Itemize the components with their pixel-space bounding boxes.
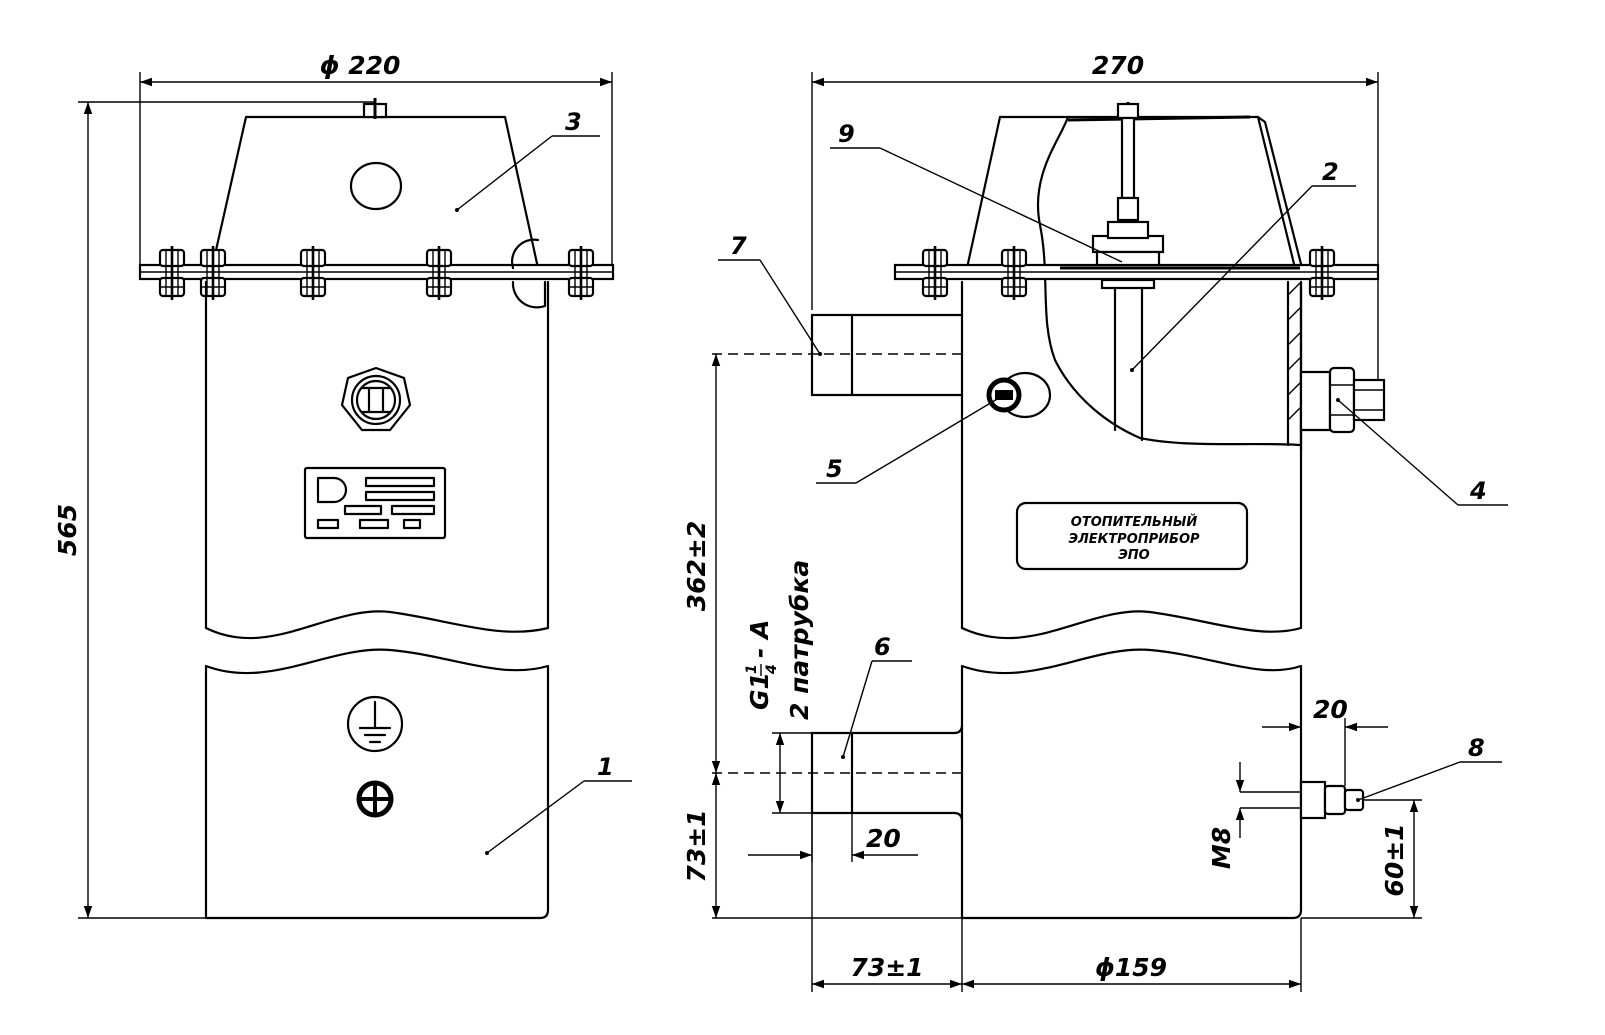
thread-den: 4 — [764, 664, 780, 675]
svg-text:9: 9 — [838, 120, 855, 148]
callout-9: 9 — [830, 120, 1123, 263]
body-upper — [204, 280, 550, 630]
cover-outline — [210, 115, 540, 270]
terminal-screw-icon — [356, 780, 394, 818]
dim-dia220-text: ϕ 220 — [320, 51, 401, 80]
thread-note: 2 патрубка — [785, 560, 814, 720]
cable-gland-icon — [340, 366, 412, 432]
cover-opening — [349, 161, 403, 211]
dim-dia159-text: ϕ159 — [1095, 953, 1167, 982]
svg-text:2: 2 — [1322, 158, 1339, 186]
body-lower — [204, 648, 550, 920]
dim-w20-left-text: 20 — [866, 824, 901, 853]
thread-prefix: G1 — [745, 672, 774, 710]
dim-w73-text: 73±1 — [850, 953, 923, 982]
callout-1: 1 — [486, 753, 632, 854]
svg-text:7: 7 — [730, 232, 747, 260]
callout-5: 5 — [816, 394, 1005, 484]
nameplate-line3: ЭПО — [1118, 548, 1149, 563]
callout-7: 7 — [718, 232, 821, 355]
dim-h73-text: 73±1 — [682, 809, 711, 882]
item5-screw — [986, 371, 1052, 419]
dim-w270-text: 270 — [1092, 51, 1144, 80]
callout-6: 6 — [842, 633, 912, 758]
dim-h565: 565 — [53, 101, 375, 919]
callout-8: 8 — [1357, 734, 1502, 801]
dim-dia159: ϕ159 — [962, 918, 1302, 992]
thread-suffix: - A — [745, 620, 774, 658]
side-view: ОТОПИТЕЛЬНЫЙ ЭЛЕКТРОПРИБОР ЭПО 270 36 — [682, 51, 1508, 992]
svg-text:4: 4 — [1469, 477, 1487, 505]
dim-h565-text: 565 — [53, 504, 82, 556]
svg-text:3: 3 — [565, 108, 582, 136]
dim-h60-text: 60±1 — [1380, 823, 1409, 896]
dim-thread: G1 1 4 - A 2 патрубка — [744, 560, 814, 814]
nameplate-line1: ОТОПИТЕЛЬНЫЙ — [1071, 514, 1198, 530]
callout-2: 2 — [1131, 158, 1356, 371]
dim-h362-text: 362±2 — [682, 521, 711, 612]
dim-w73: 73±1 — [811, 813, 963, 992]
ground-symbol-icon — [346, 695, 404, 753]
callout-4: 4 — [1337, 399, 1508, 506]
dim-w20-right-text: 20 — [1313, 695, 1348, 724]
front-view: ϕ 220 565 3 1 — [53, 51, 632, 920]
dim-w20-left: 20 — [748, 813, 918, 862]
dim-h73: 73±1 — [682, 773, 962, 919]
rating-plate-icon — [303, 466, 447, 540]
dim-dia220: ϕ 220 — [139, 51, 613, 265]
dim-m8: M8 — [1207, 762, 1245, 869]
nameplate: ОТОПИТЕЛЬНЫЙ ЭЛЕКТРОПРИБОР ЭПО — [1015, 501, 1249, 571]
callout-3: 3 — [456, 108, 600, 211]
svg-text:6: 6 — [874, 633, 891, 661]
thread-num: 1 — [744, 664, 760, 674]
dim-w270: 270 — [811, 51, 1379, 380]
svg-text:1: 1 — [597, 753, 614, 781]
dim-h362: 362±2 — [682, 354, 721, 773]
dim-w20-right: 20 — [1262, 695, 1388, 786]
svg-text:5: 5 — [826, 455, 843, 483]
nameplate-line2: ЭЛЕКТРОПРИБОР — [1068, 532, 1200, 547]
dim-m8-text: M8 — [1207, 827, 1236, 869]
dim-h60: 60±1 — [1301, 799, 1422, 919]
svg-text:8: 8 — [1468, 734, 1485, 762]
